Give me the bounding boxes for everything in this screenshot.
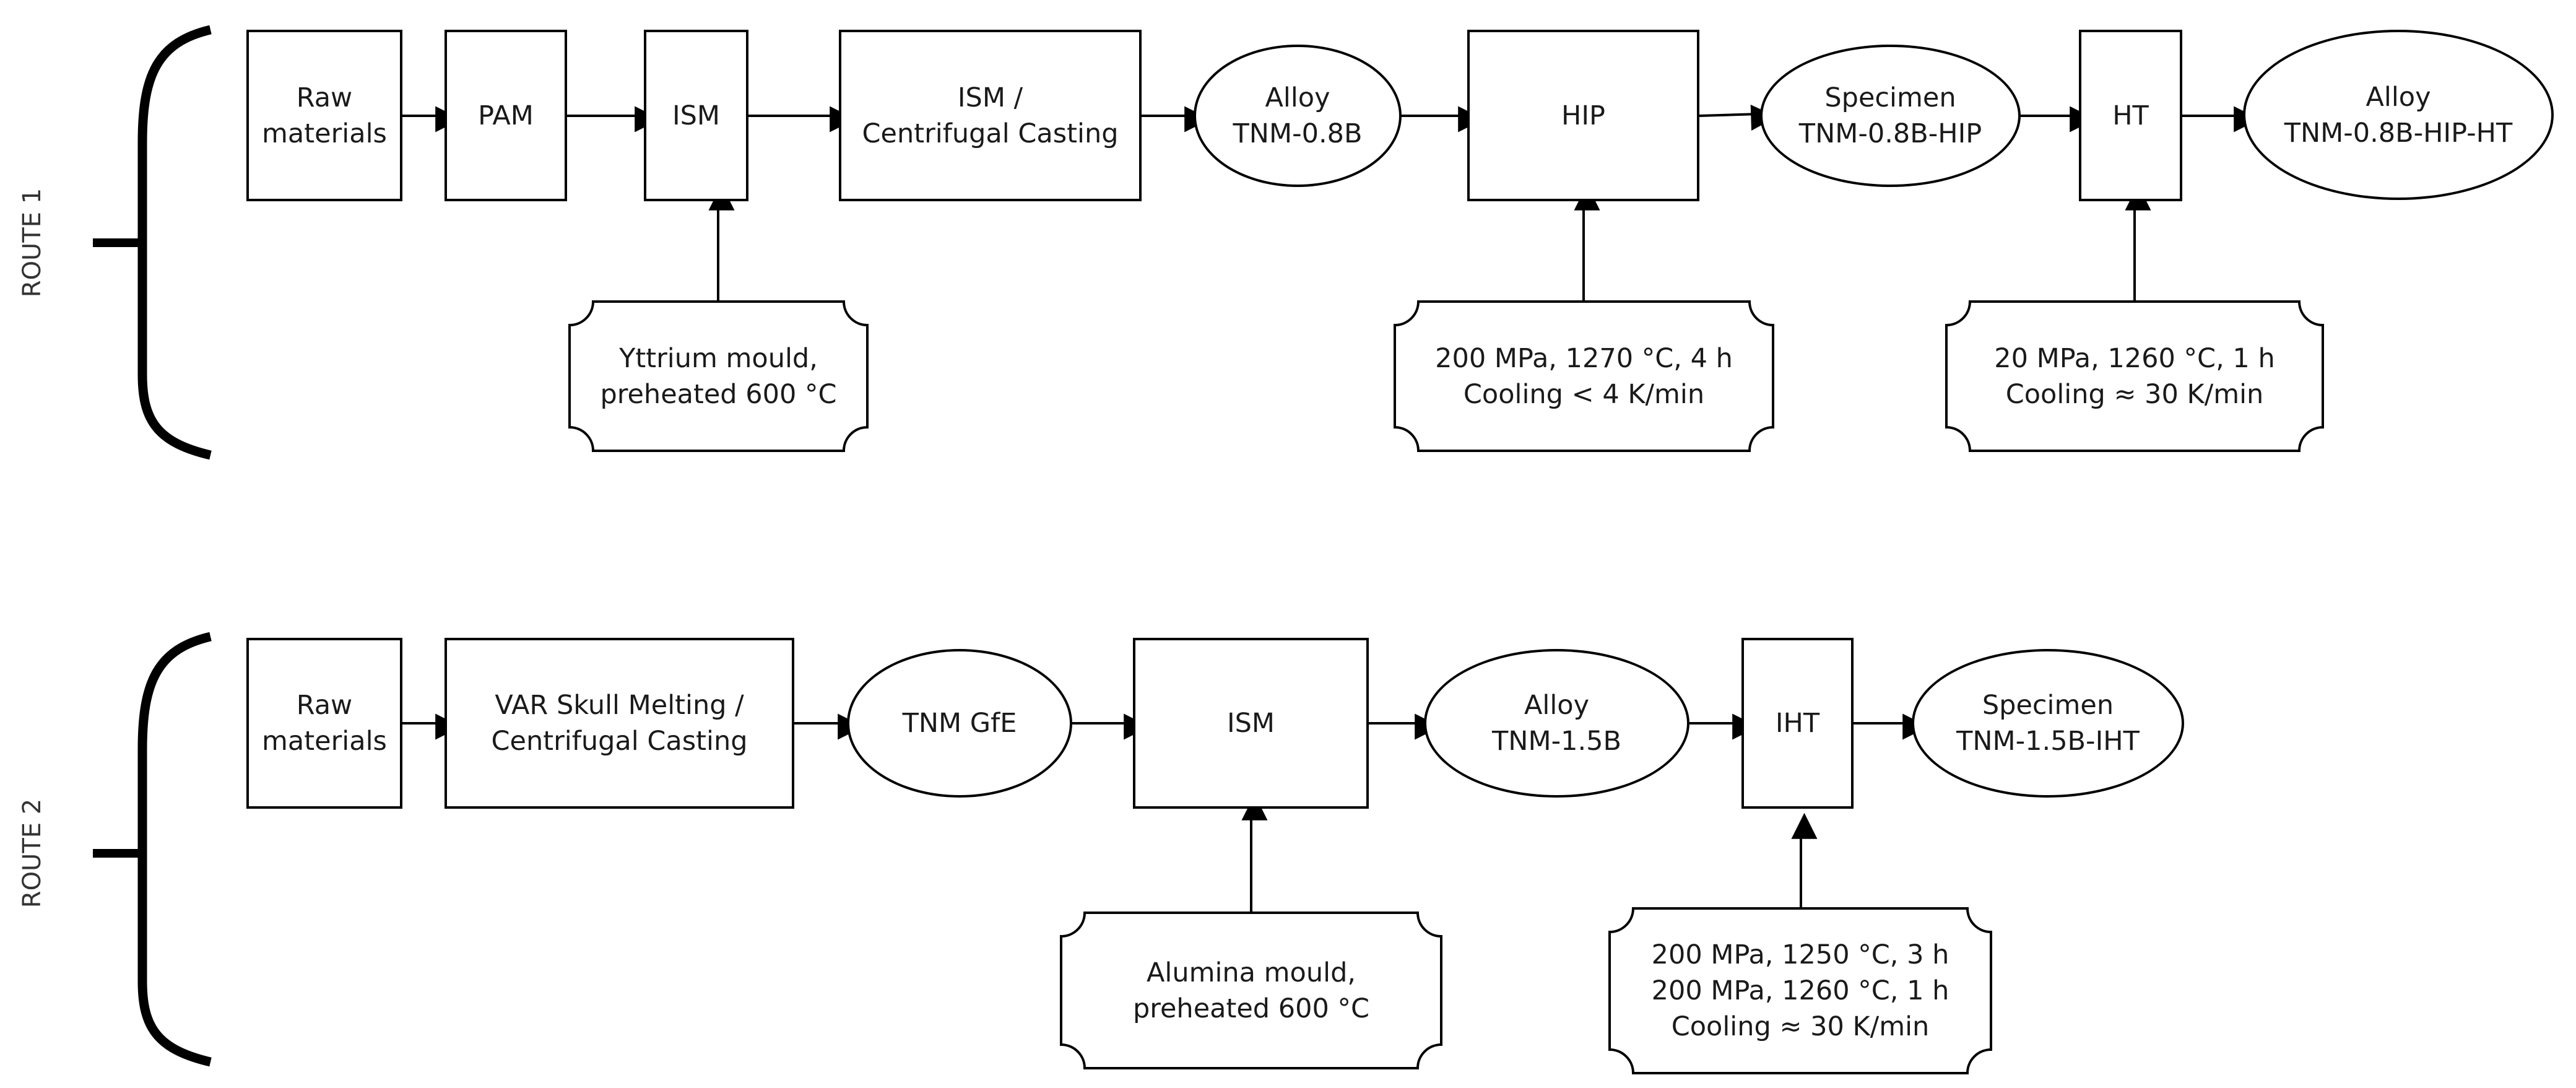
- r2-iht-text: IHT: [1775, 708, 1820, 739]
- r1-pam-box: PAM: [445, 30, 567, 201]
- r1-alloy-final-text: Alloy TNM-0.8B-HIP-HT: [2284, 81, 2513, 149]
- r1-alloy-text: Alloy TNM-0.8B: [1233, 82, 1363, 149]
- r1-alloy-final-ellipse: Alloy TNM-0.8B-HIP-HT: [2243, 30, 2554, 200]
- r1-raw-materials-box: Raw materials: [246, 30, 402, 201]
- r2-raw-materials-box: Raw materials: [246, 638, 402, 809]
- plaque-outline: [1608, 907, 1992, 1074]
- r1-ism-conditions-plaque: Yttrium mould, preheated 600 °C: [568, 300, 869, 452]
- r1-ism-centrifugal-text: ISM / Centrifugal Casting: [862, 82, 1119, 149]
- r2-var-text: VAR Skull Melting / Centrifugal Casting: [491, 690, 748, 757]
- r1-ism-conditions-text: Yttrium mould, preheated 600 °C: [600, 342, 837, 410]
- r2-ism-conditions-plaque: Alumina mould, preheated 600 °C: [1060, 912, 1442, 1069]
- r2-tnm-gfe-ellipse: TNM GfE: [847, 649, 1072, 798]
- r1-ism-box: ISM: [644, 30, 748, 201]
- r2-tnm-gfe-text: TNM GfE: [902, 708, 1017, 739]
- r1-hip-conditions-text: 200 MPa, 1270 °C, 4 h Cooling < 4 K/min: [1435, 342, 1733, 410]
- r2-specimen-text: Specimen TNM-1.5B-IHT: [1956, 690, 2140, 757]
- r1-ht-conditions-text: 20 MPa, 1260 °C, 1 h Cooling ≈ 30 K/min: [1994, 342, 2275, 410]
- r1-ht-conditions-plaque: 20 MPa, 1260 °C, 1 h Cooling ≈ 30 K/min: [1945, 300, 2324, 452]
- r2-var-box: VAR Skull Melting / Centrifugal Casting: [445, 638, 794, 809]
- r1-ism-centrifugal-box: ISM / Centrifugal Casting: [839, 30, 1142, 201]
- r1-specimen-ellipse: Specimen TNM-0.8B-HIP: [1760, 45, 2021, 187]
- r1-hip-text: HIP: [1561, 100, 1605, 131]
- r1-alloy-ellipse: Alloy TNM-0.8B: [1194, 45, 1402, 187]
- r1-ht-text: HT: [2112, 100, 2149, 131]
- route1-bracket: [137, 25, 212, 460]
- arrow-r1-hip-spec: [1699, 104, 1777, 131]
- route2-label: ROUTE 2: [18, 798, 46, 908]
- route1-label: ROUTE 1: [18, 188, 46, 298]
- r2-ism-text: ISM: [1226, 708, 1275, 739]
- r2-iht-conditions-text: 200 MPa, 1250 °C, 3 h 200 MPa, 1260 °C, …: [1651, 939, 1949, 1042]
- r1-specimen-text: Specimen TNM-0.8B-HIP: [1798, 82, 1982, 149]
- r2-alloy-ellipse: Alloy TNM-1.5B: [1424, 649, 1689, 798]
- r2-alloy-text: Alloy TNM-1.5B: [1492, 690, 1621, 757]
- r1-raw-materials-text: Raw materials: [262, 82, 387, 149]
- route2-bracket: [137, 632, 212, 1067]
- r2-raw-materials-text: Raw materials: [262, 690, 387, 757]
- plaque-outline: [1394, 300, 1774, 452]
- plaque-outline: [568, 300, 869, 452]
- r2-iht-conditions-plaque: 200 MPa, 1250 °C, 3 h 200 MPa, 1260 °C, …: [1608, 907, 1992, 1074]
- r2-specimen-ellipse: Specimen TNM-1.5B-IHT: [1912, 649, 2184, 798]
- r1-ism-text: ISM: [672, 100, 721, 131]
- r1-pam-text: PAM: [478, 100, 534, 131]
- r1-ht-box: HT: [2079, 30, 2182, 201]
- r1-hip-box: HIP: [1467, 30, 1699, 201]
- r2-ism-box: ISM: [1133, 638, 1369, 809]
- plaque-outline: [1945, 300, 2324, 452]
- r1-hip-conditions-plaque: 200 MPa, 1270 °C, 4 h Cooling < 4 K/min: [1394, 300, 1774, 452]
- r2-iht-box: IHT: [1741, 638, 1854, 809]
- r2-ism-conditions-text: Alumina mould, preheated 600 °C: [1132, 957, 1370, 1024]
- plaque-outline: [1060, 912, 1442, 1069]
